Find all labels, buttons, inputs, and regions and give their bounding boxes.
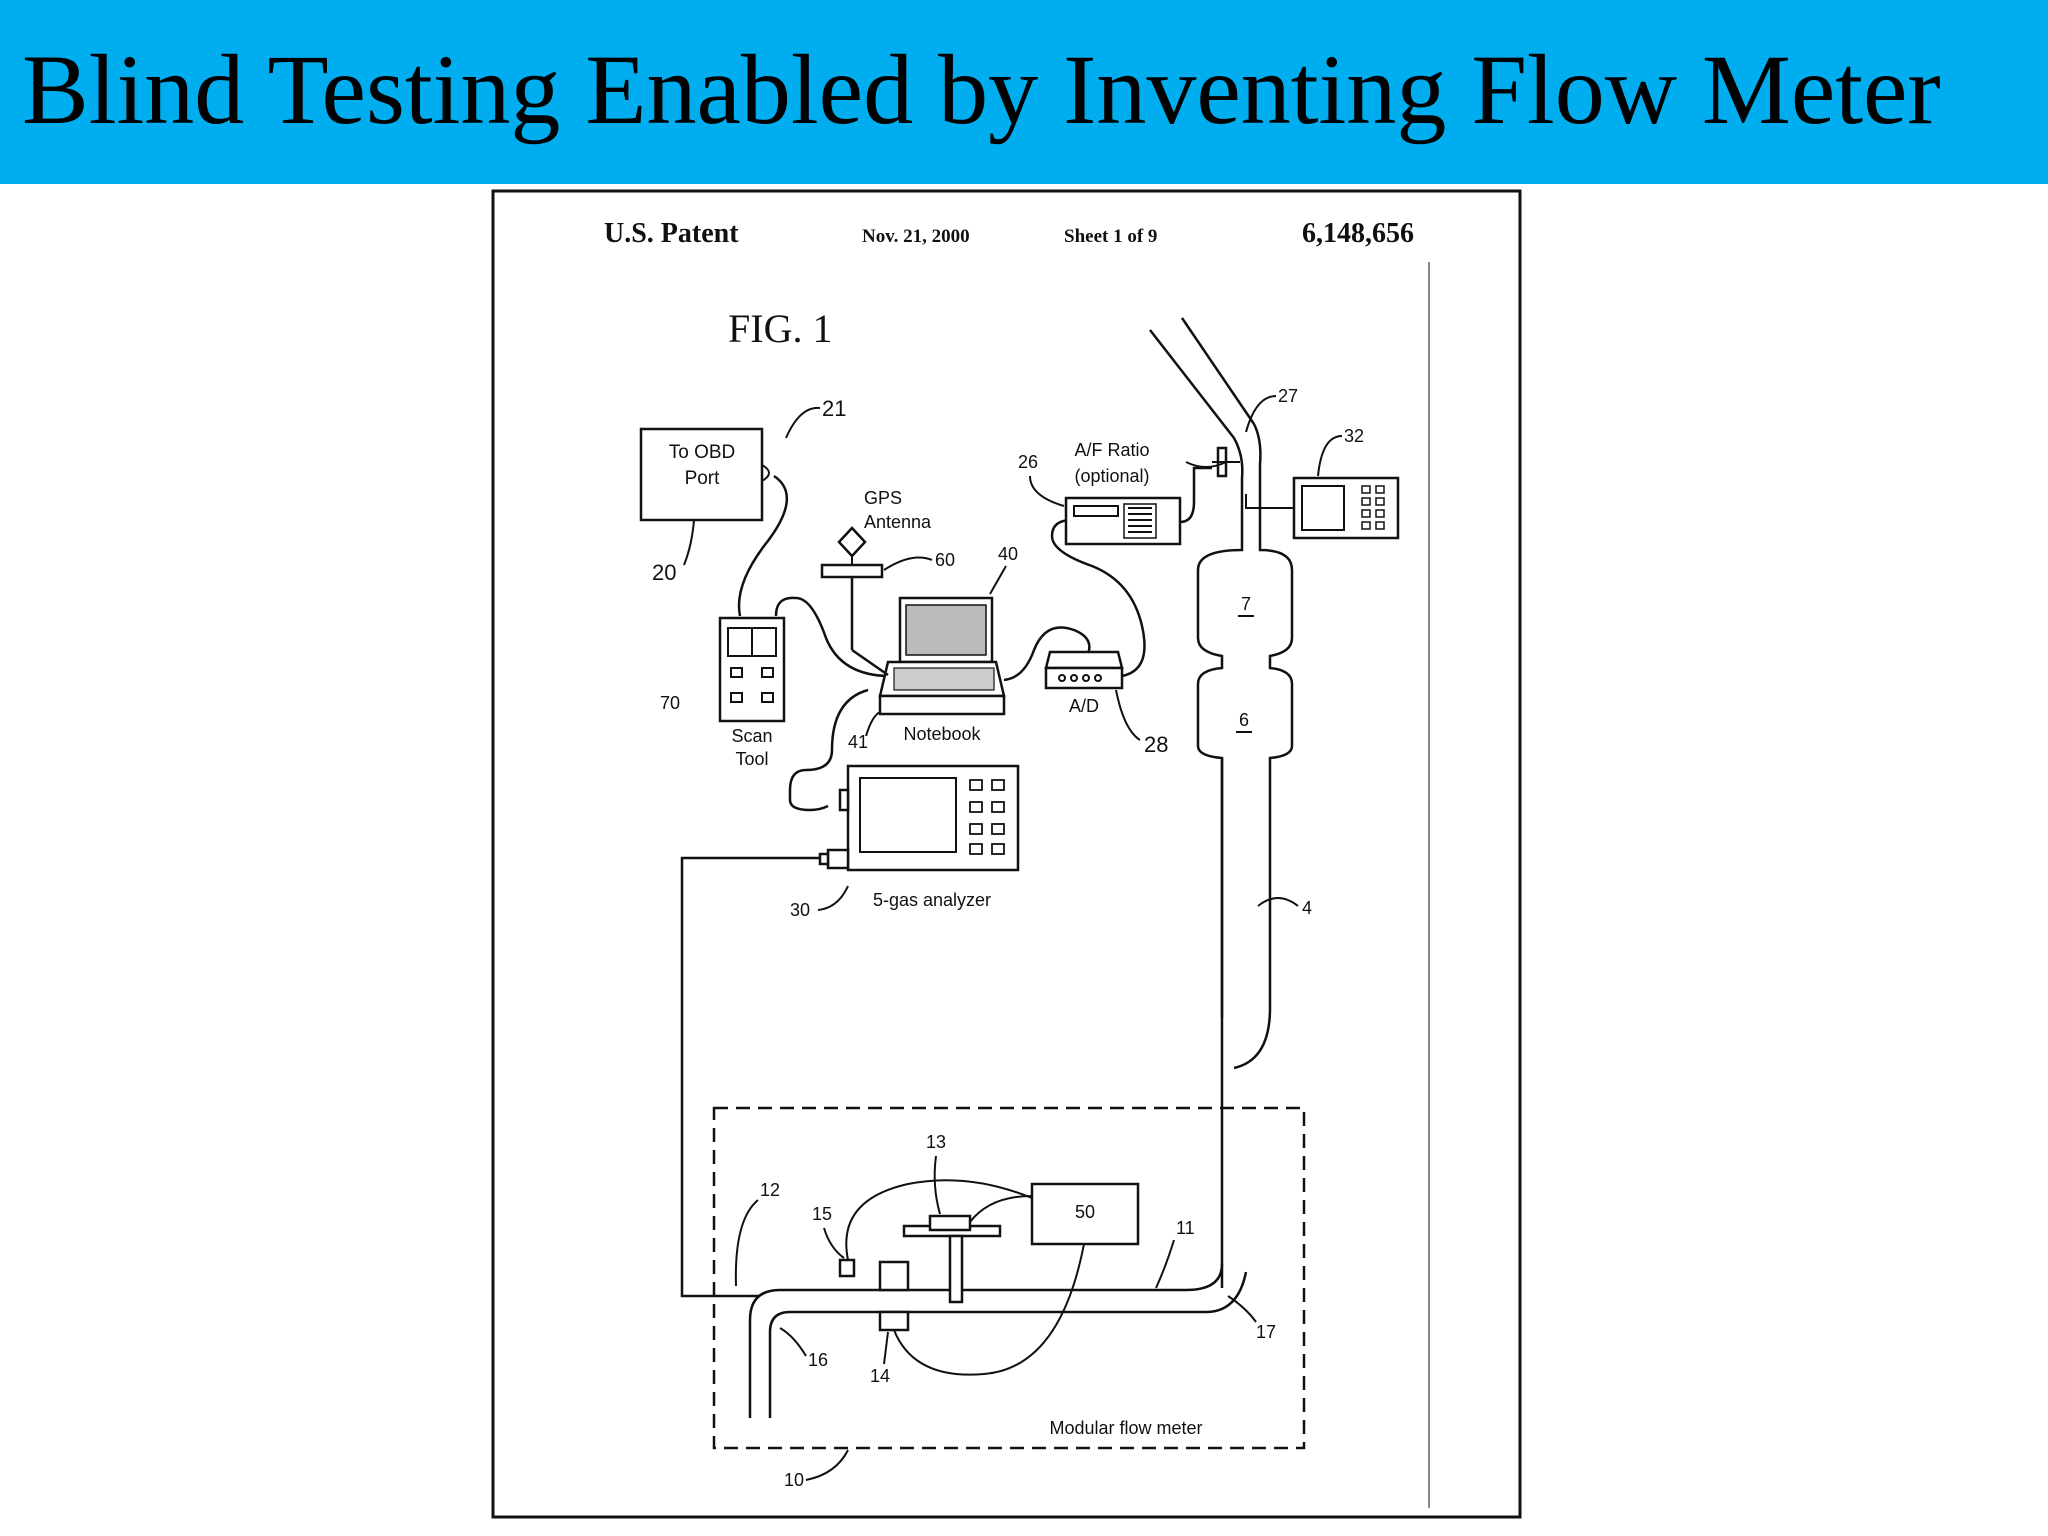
obd-cable xyxy=(737,474,789,617)
ref-60: 60 xyxy=(935,550,955,570)
ref-6: 6 xyxy=(1239,710,1249,730)
ref-10: 10 xyxy=(784,1470,804,1490)
ref-30: 30 xyxy=(790,900,810,920)
gps-label-2: Antenna xyxy=(864,512,932,532)
modular-flow-meter-label: Modular flow meter xyxy=(1049,1418,1202,1438)
ref-41: 41 xyxy=(848,732,868,752)
ad-label: A/D xyxy=(1069,696,1099,716)
ref-4: 4 xyxy=(1302,898,1312,918)
sensor-15 xyxy=(838,1258,856,1278)
flow-sensor-head xyxy=(928,1214,972,1232)
wire-13-50 xyxy=(969,1195,1033,1223)
obd-port-label-1: To OBD xyxy=(669,442,736,463)
figure-label: FIG. 1 xyxy=(728,306,832,351)
notebook-label: Notebook xyxy=(903,724,981,744)
ref-20: 20 xyxy=(652,560,676,585)
gas-analyzer-label: 5-gas analyzer xyxy=(873,890,991,910)
ref-70: 70 xyxy=(660,693,680,713)
ref-11: 11 xyxy=(1176,1218,1195,1238)
tailpipe-left-wall xyxy=(1196,437,1244,1018)
patent-number: 6,148,656 xyxy=(1302,218,1414,249)
obd-port-box xyxy=(639,427,764,522)
modular-flow-meter-box xyxy=(712,1106,1306,1450)
ref-21: 21 xyxy=(822,396,846,421)
obd-connector xyxy=(761,464,770,482)
processor-box xyxy=(1030,1182,1140,1246)
notebook-base xyxy=(878,694,1006,716)
af-ratio-label-1: A/F Ratio xyxy=(1074,440,1149,460)
ref-40: 40 xyxy=(998,544,1018,564)
ref-15: 15 xyxy=(812,1204,832,1224)
ref-7: 7 xyxy=(1241,594,1251,614)
scan-tool-label-1: Scan xyxy=(731,726,772,746)
af-ratio-label-2: (optional) xyxy=(1074,466,1149,486)
gps-antenna-base xyxy=(820,563,884,579)
ref-26: 26 xyxy=(1018,452,1038,472)
ad-af-cable xyxy=(1050,518,1146,678)
patent-date: Nov. 21, 2000 xyxy=(862,226,970,247)
ref-16: 16 xyxy=(808,1350,828,1370)
title-bar: Blind Testing Enabled by Inventing Flow … xyxy=(0,0,2048,184)
flow-pipe-top xyxy=(748,1263,1224,1418)
slide-title: Blind Testing Enabled by Inventing Flow … xyxy=(22,34,1941,145)
af-ratio-box xyxy=(1064,496,1182,546)
obd-port-label-2: Port xyxy=(685,468,721,489)
ref-32: 32 xyxy=(1344,426,1364,446)
ref-28: 28 xyxy=(1144,732,1168,757)
scan-notebook-cable xyxy=(774,596,897,678)
processor-label: 50 xyxy=(1075,1202,1095,1222)
patent-office: U.S. Patent xyxy=(604,218,739,249)
ref-12: 12 xyxy=(760,1180,780,1200)
ref-27: 27 xyxy=(1278,386,1298,406)
flow-sensor-probe xyxy=(948,1234,964,1304)
notebook-ad-cable xyxy=(1003,626,1091,682)
gps-label-1: GPS xyxy=(864,488,902,508)
ref-13: 13 xyxy=(926,1132,946,1152)
sensor-14-top xyxy=(878,1260,910,1292)
wire-15-50 xyxy=(845,1179,1033,1261)
tailpipe-inlet-left xyxy=(1149,329,1235,439)
sensor-14-bottom xyxy=(878,1310,910,1332)
notebook-analyzer-cable xyxy=(788,688,869,812)
patent-sheet: Sheet 1 of 9 xyxy=(1064,226,1157,247)
wire-14-50 xyxy=(893,1243,1085,1376)
sample-line xyxy=(680,856,820,1298)
ref-14: 14 xyxy=(870,1366,890,1386)
scan-tool-label-2: Tool xyxy=(735,749,768,769)
flow-pipe-bottom xyxy=(768,1271,1248,1418)
af-sensor-cable xyxy=(1179,466,1212,524)
ref-17: 17 xyxy=(1256,1322,1276,1342)
tailpipe-right-wall xyxy=(1233,423,1294,1070)
